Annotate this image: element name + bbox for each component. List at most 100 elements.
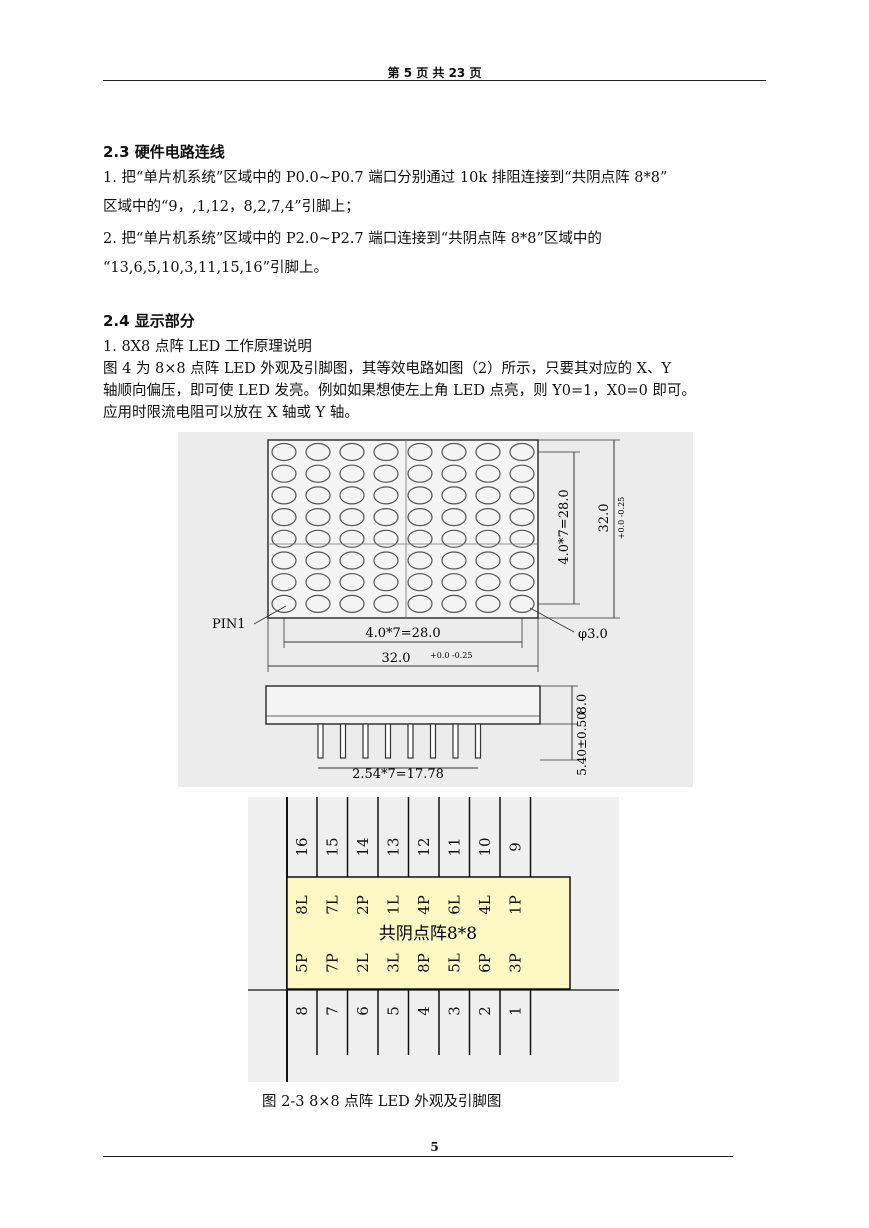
bottom-pin-label: 5P [293, 953, 311, 973]
bottom-pin-number: 4 [415, 1006, 433, 1016]
led-dot [305, 529, 331, 548]
led-dot [271, 486, 297, 505]
led-dot [305, 464, 331, 483]
top-pin-number: 14 [354, 837, 372, 856]
led-dot [407, 551, 433, 570]
dim-outer-h-tol: +0.0 -0.25 [430, 651, 472, 660]
footer-rule [103, 1156, 733, 1157]
bottom-pin-number: 5 [385, 1006, 403, 1016]
led-dot [441, 486, 467, 505]
led-dot [509, 529, 535, 548]
top-pin-number: 12 [415, 837, 433, 856]
led-dot [339, 573, 365, 592]
section-2-4-item1: 1. 8X8 点阵 LED 工作原理说明 [103, 339, 312, 355]
pin-leg [362, 723, 369, 759]
led-dot [509, 464, 535, 483]
top-pin-label: 4P [415, 895, 433, 915]
led-dot [305, 551, 331, 570]
led-dot [441, 551, 467, 570]
led-dot [271, 551, 297, 570]
section-2-3-item1-line1: 1. 把“单片机系统”区域中的 P0.0~P0.7 端口分别通过 10k 排阻连… [103, 170, 668, 186]
top-pin-number: 15 [324, 837, 342, 856]
section-2-3-item2-line1: 2. 把“单片机系统”区域中的 P2.0~P2.7 端口连接到“共阴点阵 8*8… [103, 231, 602, 247]
led-dot [509, 486, 535, 505]
led-dot [475, 529, 501, 548]
bottom-pin-label: 5L [446, 953, 464, 973]
dim-dot: φ3.0 [578, 627, 608, 642]
led-dot [373, 442, 399, 462]
section-2-4-para-line1: 图 4 为 8×8 点阵 LED 外观及引脚图，其等效电路如图（2）所示，只要其… [103, 361, 672, 377]
led-dot [441, 442, 467, 462]
dim-outer-v-tol: +0.0 -0.25 [617, 497, 626, 539]
bottom-pin-number: 2 [476, 1006, 494, 1016]
led-dot [407, 507, 433, 527]
led-dot [305, 594, 331, 613]
section-2-3-title: 2.3 硬件电路连线 [103, 143, 225, 161]
dim-pitch: 2.54*7=17.78 [352, 767, 444, 782]
section-2-3-item1-line2: 区域中的“9，,1,12，8,2,7,4”引脚上； [103, 199, 360, 215]
led-dot [373, 573, 399, 592]
bottom-pin-label: 7P [324, 953, 342, 973]
matrix-side-view [265, 685, 541, 725]
dim-outer-v: 32.0 [597, 504, 612, 533]
led-dot [475, 442, 501, 462]
dim-height: 8.0 [575, 694, 590, 715]
bottom-pin-number: 7 [324, 1006, 342, 1016]
led-dot [373, 507, 399, 527]
page-header: 第 5 页 共 23 页 [387, 66, 482, 80]
top-pin-label: 2P [354, 895, 372, 915]
dim-inner-h: 4.0*7=28.0 [365, 626, 440, 641]
section-2-4-para-line3: 应用时限流电阻可以放在 X 轴或 Y 轴。 [103, 405, 359, 421]
led-dot [339, 594, 365, 613]
led-dot [373, 464, 399, 483]
pin-leg [317, 723, 324, 759]
top-pin-label: 6L [446, 895, 464, 915]
dim-pin-len: 5.40±0.50 [575, 712, 589, 776]
led-dot [509, 507, 535, 527]
pin-leg [407, 723, 414, 759]
led-dot [475, 464, 501, 483]
bottom-pin-number: 1 [507, 1006, 525, 1016]
pin1-label: PIN1 [212, 617, 246, 632]
bottom-pin-label: 8P [415, 953, 433, 973]
top-pin-number: 13 [385, 837, 403, 856]
section-2-3-item2-line2: “13,6,5,10,3,11,15,16”引脚上。 [103, 260, 329, 276]
section-2-4-para-line2: 轴顺向偏压，即可使 LED 发亮。例如如果想使左上角 LED 点亮，则 Y0=1… [103, 383, 696, 399]
led-dot [407, 442, 433, 462]
header-rule [103, 80, 766, 81]
led-dot [339, 551, 365, 570]
led-dot [305, 486, 331, 505]
bottom-pin-label: 3L [385, 953, 403, 973]
matrix-outline [267, 439, 539, 619]
chip-title: 共阴点阵8*8 [379, 924, 477, 944]
led-dot [305, 442, 331, 462]
top-pin-label: 7L [324, 895, 342, 915]
led-dot [339, 464, 365, 483]
bottom-pin-label: 3P [507, 953, 525, 973]
led-dot [441, 529, 467, 548]
bottom-pin-number: 6 [354, 1006, 372, 1016]
led-dot [509, 594, 535, 613]
led-dot [475, 573, 501, 592]
led-dot [509, 573, 535, 592]
led-dot [475, 486, 501, 505]
led-dot [339, 486, 365, 505]
led-dot [271, 594, 297, 613]
top-pin-number: 16 [293, 837, 311, 856]
top-pin-label: 1L [385, 895, 403, 915]
led-dot [509, 442, 535, 462]
led-matrix-pin-diagram: 共阴点阵8*8 168L5P8157L7P7142P2L6131L3L5124P… [248, 797, 619, 1082]
led-dot [271, 464, 297, 483]
top-pin-label: 1P [507, 895, 525, 915]
led-dot [271, 507, 297, 527]
bottom-pin-label: 2L [354, 953, 372, 973]
led-dot [441, 507, 467, 527]
pin-leg [339, 723, 347, 759]
led-dot [271, 442, 297, 462]
pin-leg [384, 723, 392, 759]
led-dot [441, 573, 467, 592]
led-dot [407, 594, 433, 613]
page-number: 5 [430, 1140, 439, 1154]
pin-leg [429, 723, 437, 759]
led-dot [475, 551, 501, 570]
